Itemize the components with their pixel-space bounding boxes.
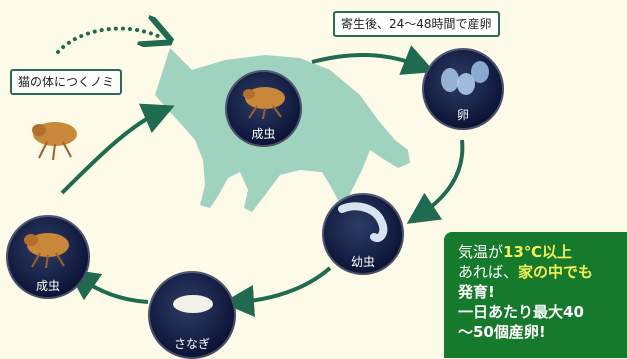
flea-icon [243, 87, 285, 120]
larva-icon [338, 202, 388, 242]
stage-larva-label: 幼虫 [350, 255, 375, 269]
note-line-3: 発育! [458, 283, 495, 301]
note-line-1-a: 気温が [458, 243, 504, 261]
note-line-1: 気温が13℃以上 [458, 242, 619, 262]
note-line-1-b: 13℃以上 [503, 243, 573, 261]
cat-body-flea-text: 猫の体につくノミ [18, 75, 115, 89]
cat-body-flea-label: 猫の体につくノミ [10, 69, 123, 95]
egg-timing-label: 寄生後、24〜48時間で産卵 [333, 11, 500, 37]
note-line-5: 〜50個産卵! [458, 323, 546, 341]
stage-larva: 幼虫 [322, 193, 404, 275]
note-line-2: あれば、家の中でも [458, 262, 619, 282]
flea-icon [32, 122, 77, 161]
note-line-4: 一日あたり最大40 [458, 303, 584, 321]
stage-adult-top: 成虫 [225, 70, 302, 147]
flea-icon [24, 233, 69, 269]
stage-adult-top-label: 成虫 [251, 127, 276, 141]
arrow-pupa-to-adult [66, 268, 149, 304]
arrow-adult-to-egg [311, 45, 435, 75]
arrow-larva-to-pupa [222, 266, 332, 317]
egg-timing-text: 寄生後、24〜48時間で産卵 [341, 17, 492, 31]
stage-adult-left-label: 成虫 [35, 279, 60, 293]
stage-pupa-label: さなぎ [173, 337, 210, 351]
stage-pupa: さなぎ [148, 271, 236, 359]
pupa-icon [173, 295, 213, 313]
stage-adult-left: 成虫 [6, 215, 90, 299]
note-line-2-a: あれば、 [458, 263, 519, 281]
arrow-egg-to-larva [406, 139, 465, 224]
note-line-2-b: 家の中でも [518, 263, 594, 281]
stage-egg: 卵 [422, 48, 504, 130]
info-note: 気温が13℃以上 あれば、家の中でも 発育! 一日あたり最大40 〜50個産卵! [444, 232, 627, 358]
egg-icon [441, 61, 489, 95]
stage-egg-label: 卵 [456, 108, 469, 122]
arrow-adult-to-cat [60, 103, 175, 195]
dotted-arrow [56, 29, 158, 54]
